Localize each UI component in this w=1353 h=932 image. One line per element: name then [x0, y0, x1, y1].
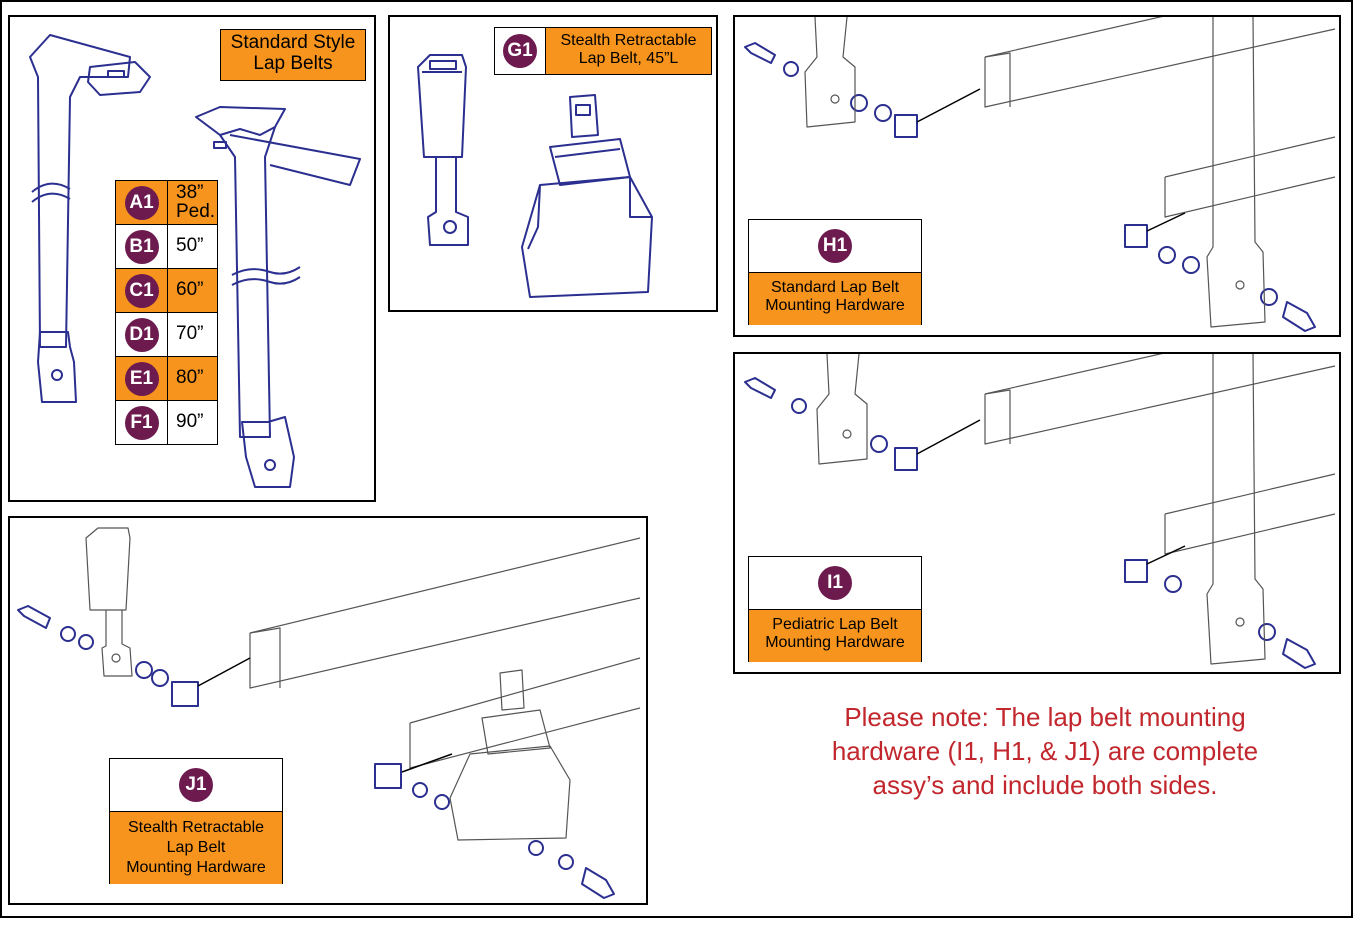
size-row-a1: A1 38”Ped. — [115, 180, 218, 225]
size-b1-length: 50” — [167, 224, 218, 269]
standard-belt-illustration — [29, 34, 361, 488]
size-d1-length: 70” — [167, 312, 218, 357]
g1-line2: Lap Belt, 45”L — [578, 49, 679, 67]
size-row-c1: C1 60” — [115, 268, 218, 313]
badge-c1: C1 — [124, 273, 159, 308]
j1-line3: Mounting Hardware — [126, 859, 266, 876]
standard-title-line2: Lap Belts — [253, 52, 333, 74]
note-line1: Please note: The lap belt mounting — [844, 702, 1246, 732]
h1-hardware-illustration — [744, 17, 1336, 332]
g1-line1: Stealth Retractable — [560, 32, 697, 49]
size-e1-length: 80” — [167, 356, 218, 401]
size-a1-extra: Ped. — [176, 200, 216, 222]
size-f1-length: 90” — [167, 400, 218, 445]
badge-i1: I1 — [818, 566, 852, 600]
size-row-b1: B1 50” — [115, 224, 218, 269]
j1-line2: Lap Belt — [166, 839, 226, 856]
note-line3: assy’s and include both sides. — [872, 770, 1218, 800]
badge-d1: D1 — [124, 317, 159, 352]
badge-a1: A1 — [124, 185, 159, 220]
badge-j1: J1 — [179, 768, 213, 802]
j1-line1: Stealth Retractable — [127, 819, 265, 836]
belt-size-table: A1 38”Ped. B1 50” C1 60” D1 70” E1 80” F… — [115, 180, 218, 445]
i1-line1: Pediatric Lap Belt — [772, 616, 898, 633]
j1-hardware-illustration — [17, 527, 641, 899]
stealth-belt-illustration — [417, 54, 653, 298]
panel-h1-standard-hardware: H1 Standard Lap Belt Mounting Hardware — [733, 15, 1341, 337]
h1-line1: Standard Lap Belt — [770, 279, 900, 296]
standard-title-label: Standard Style Lap Belts — [220, 29, 366, 81]
panel-g1-stealth-belt: G1 Stealth Retractable Lap Belt, 45”L — [388, 15, 718, 312]
size-a1-length: 38” — [176, 182, 204, 204]
badge-f1: F1 — [124, 405, 159, 440]
i1-hardware-illustration — [744, 354, 1336, 669]
badge-g1: G1 — [503, 34, 537, 68]
size-c1-length: 60” — [167, 268, 218, 313]
h1-line2: Mounting Hardware — [765, 296, 905, 314]
h1-label: H1 Standard Lap Belt Mounting Hardware — [748, 219, 922, 325]
i1-line2: Mounting Hardware — [765, 633, 905, 651]
g1-label: G1 Stealth Retractable Lap Belt, 45”L — [494, 27, 712, 75]
mounting-hardware-note: Please note: The lap belt mounting hardw… — [765, 700, 1325, 802]
size-row-d1: D1 70” — [115, 312, 218, 357]
panel-j1-stealth-hardware: J1 Stealth Retractable Lap Belt Mounting… — [8, 516, 648, 905]
badge-b1: B1 — [124, 229, 159, 264]
note-line2: hardware (I1, H1, & J1) are complete — [831, 736, 1259, 766]
size-row-e1: E1 80” — [115, 356, 218, 401]
size-row-f1: F1 90” — [115, 400, 218, 445]
badge-h1: H1 — [818, 229, 852, 263]
j1-label: J1 Stealth Retractable Lap Belt Mounting… — [109, 758, 283, 884]
standard-title-line1: Standard Style — [230, 32, 356, 53]
badge-e1: E1 — [124, 361, 159, 396]
panel-i1-pediatric-hardware: I1 Pediatric Lap Belt Mounting Hardware — [733, 352, 1341, 674]
i1-label: I1 Pediatric Lap Belt Mounting Hardware — [748, 556, 922, 662]
